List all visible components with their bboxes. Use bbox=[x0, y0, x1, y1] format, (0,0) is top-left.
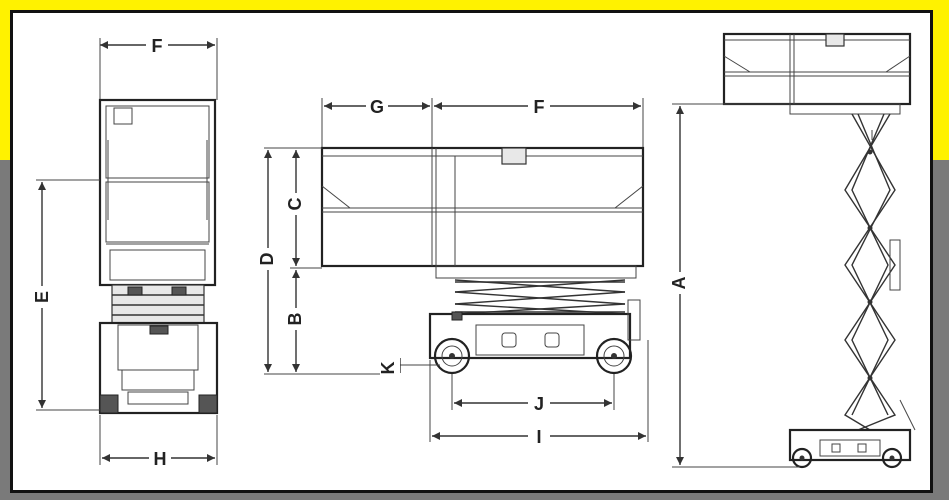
raised-platform bbox=[722, 32, 912, 106]
dim-label-i: I bbox=[536, 427, 541, 447]
raised-scissor-stack bbox=[844, 113, 916, 431]
side-chassis bbox=[428, 312, 632, 360]
raised-rear-wheel bbox=[791, 447, 813, 469]
front-view: F bbox=[32, 34, 219, 469]
raised-chassis bbox=[788, 428, 912, 462]
raised-view: A bbox=[669, 32, 916, 469]
dim-label-b: B bbox=[285, 313, 305, 326]
dim-label-g: G bbox=[370, 97, 384, 117]
front-chassis bbox=[98, 321, 219, 415]
side-front-wheel bbox=[595, 337, 633, 375]
front-platform-rails bbox=[98, 98, 217, 287]
side-platform bbox=[320, 146, 645, 268]
dim-label-h: H bbox=[154, 449, 167, 469]
dim-label-f-side: F bbox=[534, 97, 545, 117]
dim-label-e: E bbox=[32, 291, 52, 303]
raised-front-wheel bbox=[881, 447, 903, 469]
side-view: G F bbox=[257, 96, 649, 447]
dim-label-k: K bbox=[378, 362, 398, 375]
dim-label-d: D bbox=[257, 253, 277, 266]
dim-label-c: C bbox=[285, 198, 305, 211]
dim-label-a: A bbox=[669, 277, 689, 290]
dim-label-j: J bbox=[534, 394, 544, 414]
side-rear-wheel bbox=[433, 337, 471, 375]
side-scissor-stack bbox=[454, 279, 626, 315]
dim-label-f-front: F bbox=[152, 36, 163, 56]
